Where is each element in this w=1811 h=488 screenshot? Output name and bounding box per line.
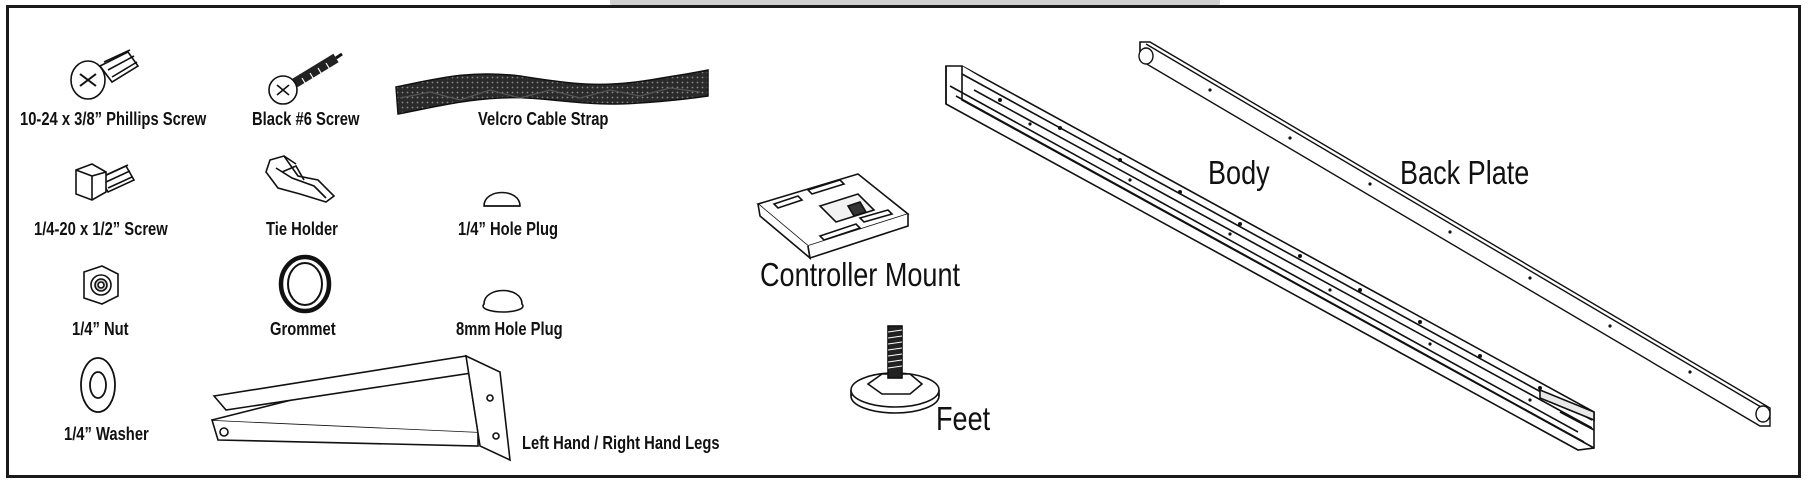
label-quarter-hole-plug: 1/4” Hole Plug — [458, 219, 559, 239]
legs-drawing — [210, 354, 511, 462]
label-mm8-hole-plug: 8mm Hole Plug — [456, 319, 563, 339]
tie-holder-drawing — [265, 155, 336, 203]
grommet-drawing — [278, 254, 332, 314]
label-phillips-screw: 10-24 x 3/8” Phillips Screw — [20, 109, 207, 129]
washer-drawing — [80, 357, 116, 413]
label-velcro-strap: Velcro Cable Strap — [478, 109, 609, 129]
label-tie-holder: Tie Holder — [266, 219, 338, 239]
label-black-screw: Black #6 Screw — [252, 109, 360, 129]
label-grommet: Grommet — [270, 319, 336, 339]
phillips-screw-drawing — [70, 49, 140, 100]
nut-drawing — [83, 265, 119, 305]
back-plate-drawing — [1138, 41, 1771, 427]
velcro-strap-drawing — [395, 69, 709, 115]
label-controller-mount: Controller Mount — [760, 256, 961, 293]
hex-screw-drawing — [75, 163, 136, 201]
quarter-hole-plug-drawing — [483, 191, 521, 207]
controller-mount-drawing — [756, 173, 910, 261]
mm8-hole-plug-drawing — [482, 289, 524, 313]
label-back-plate: Back Plate — [1400, 154, 1530, 191]
label-body: Body — [1208, 154, 1270, 191]
label-nut: 1/4” Nut — [72, 319, 129, 339]
label-quarter-screw: 1/4-20 x 1/2” Screw — [34, 219, 168, 239]
body-drawing — [945, 65, 1595, 451]
feet-drawing — [850, 325, 940, 414]
label-legs: Left Hand / Right Hand Legs — [522, 433, 720, 453]
top-tab — [610, 0, 1220, 6]
label-feet: Feet — [936, 400, 991, 437]
black-screw-drawing — [268, 52, 343, 105]
label-washer: 1/4” Washer — [64, 424, 149, 444]
